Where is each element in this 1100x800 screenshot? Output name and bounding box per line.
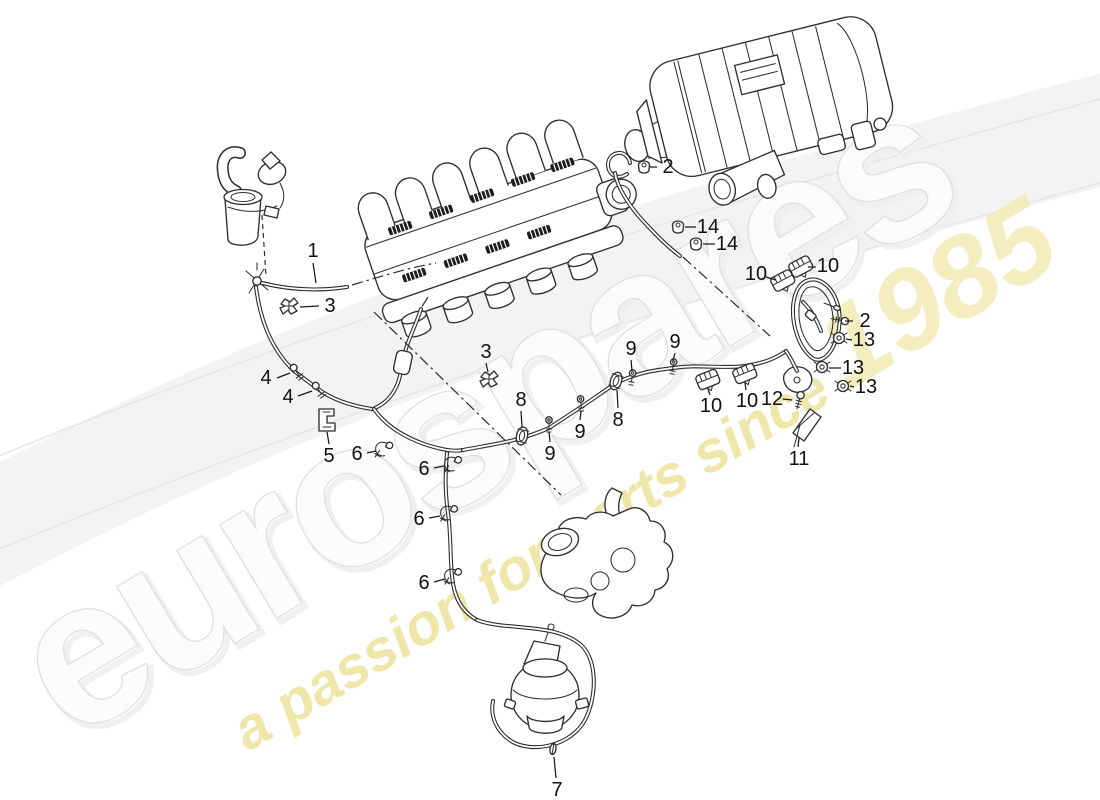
callout-leader-4 bbox=[276, 372, 291, 379]
callout-leader-6 bbox=[433, 465, 445, 469]
nut-fastener bbox=[637, 160, 651, 174]
callout-leader-13 bbox=[849, 385, 855, 388]
air-pump-assembly-sketch bbox=[216, 146, 287, 294]
callout-label-14: 14 bbox=[697, 216, 719, 238]
butterfly-fastener bbox=[279, 297, 299, 315]
callout-label-6: 6 bbox=[418, 572, 429, 594]
callout-label-10: 10 bbox=[817, 255, 839, 277]
callout-leader-10 bbox=[744, 382, 747, 391]
bracket-11-sketch bbox=[792, 408, 822, 448]
callout-label-13: 13 bbox=[842, 357, 864, 379]
nut-fastener bbox=[689, 237, 703, 251]
clipnut-fastener bbox=[813, 360, 831, 374]
callout-leader-3 bbox=[299, 305, 320, 308]
clipnut-fastener bbox=[830, 331, 848, 345]
callout-leader-8 bbox=[520, 410, 523, 428]
callout-label-5: 5 bbox=[323, 445, 334, 467]
callout-leader-10 bbox=[707, 388, 711, 396]
callout-label-10: 10 bbox=[700, 395, 722, 417]
inline-filter bbox=[392, 349, 413, 376]
callout-leader-8 bbox=[616, 389, 619, 409]
callout-leader-3 bbox=[485, 362, 489, 373]
callout-label-9: 9 bbox=[625, 338, 636, 360]
callout-leader-9 bbox=[579, 410, 582, 421]
callout-label-7: 7 bbox=[551, 779, 562, 800]
nut-fastener bbox=[671, 220, 685, 234]
callout-label-13: 13 bbox=[855, 376, 877, 398]
callout-leader-5 bbox=[326, 431, 330, 445]
callout-label-4: 4 bbox=[260, 367, 271, 389]
callout-label-1: 1 bbox=[307, 240, 318, 262]
callout-label-10: 10 bbox=[736, 390, 758, 412]
callout-leader-11 bbox=[797, 437, 800, 448]
callout-label-10: 10 bbox=[745, 263, 767, 285]
clipnut-fastener bbox=[834, 379, 852, 393]
callout-leader-13 bbox=[845, 338, 853, 341]
callout-leader-10 bbox=[765, 276, 777, 281]
callout-leader-6 bbox=[366, 450, 377, 454]
callout-leader-6 bbox=[428, 515, 441, 519]
callout-label-6: 6 bbox=[351, 443, 362, 465]
callout-leader-9 bbox=[548, 431, 551, 443]
hose-hook-sketch bbox=[606, 150, 632, 179]
callout-leader-4 bbox=[297, 390, 313, 397]
callout-label-2: 2 bbox=[662, 156, 673, 178]
callout-label-3: 3 bbox=[480, 341, 491, 363]
callout-label-6: 6 bbox=[418, 458, 429, 480]
callout-leader-1 bbox=[312, 262, 317, 284]
callout-label-13: 13 bbox=[853, 329, 875, 351]
callout-label-9: 9 bbox=[574, 421, 585, 443]
callout-label-8: 8 bbox=[612, 409, 623, 431]
callout-label-14: 14 bbox=[716, 233, 738, 255]
callout-leader-9 bbox=[630, 359, 633, 372]
callout-leader-6 bbox=[433, 578, 446, 583]
muffler-sketch bbox=[624, 16, 894, 206]
callout-label-6: 6 bbox=[413, 508, 424, 530]
hose-loop-harness-sketch bbox=[782, 277, 842, 393]
intake-manifold-sketch bbox=[357, 119, 637, 338]
callout-label-8: 8 bbox=[515, 389, 526, 411]
callout-label-9: 9 bbox=[544, 443, 555, 465]
callout-leader-7 bbox=[553, 756, 557, 779]
callout-label-2: 2 bbox=[859, 310, 870, 332]
centerlines bbox=[351, 256, 771, 496]
callout-label-9: 9 bbox=[669, 331, 680, 353]
throttle-body-sketch bbox=[540, 487, 674, 619]
callout-label-11: 11 bbox=[789, 448, 810, 470]
callout-label-4: 4 bbox=[282, 386, 293, 408]
callout-label-12: 12 bbox=[761, 388, 783, 410]
callout-leader-9 bbox=[672, 352, 676, 362]
vacuum-pump-sketch bbox=[503, 623, 590, 734]
callout-leader-12 bbox=[782, 398, 793, 401]
callout-label-3: 3 bbox=[324, 295, 335, 317]
